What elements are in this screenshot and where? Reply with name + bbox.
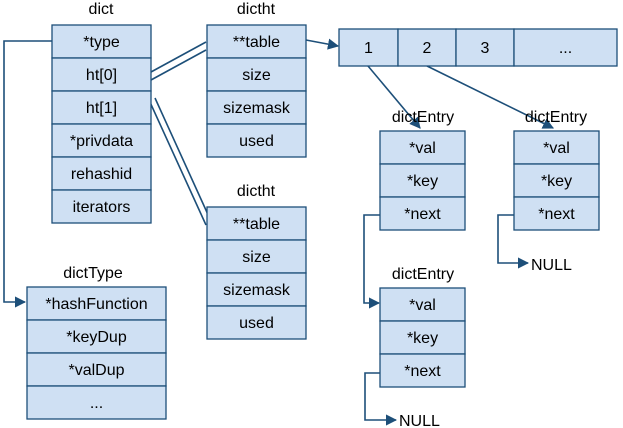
dict-struct: dict *type ht[0] ht[1] *privdata rehashi…: [51, 1, 152, 224]
table-cell-1: [338, 28, 399, 67]
dict-entry-b-key: *key: [541, 173, 572, 190]
table-cell-2: [397, 28, 457, 67]
table-cell-1-label: 1: [364, 40, 373, 57]
dictht-1-sizemask: sizemask: [223, 282, 291, 299]
ht1-link-line-a: [148, 99, 207, 226]
dict-title: dict: [89, 1, 114, 18]
dictht-0-table: **table: [233, 34, 280, 51]
entry-c-null-label: NULL: [399, 413, 440, 428]
dict-field-privdata-cell: [51, 123, 152, 158]
table-cell-2-label: 2: [423, 40, 432, 57]
dict-entry-c-title: dictEntry: [392, 266, 454, 283]
dictht-0-used-cell: [206, 123, 307, 158]
dict-field-privdata: *privdata: [70, 133, 133, 150]
dictht-0-size-cell: [206, 57, 307, 92]
dictht-1-title: dictht: [237, 183, 276, 200]
dict-field-ht1: ht[1]: [86, 100, 117, 117]
dict-entry-c-next: *next: [404, 363, 441, 380]
ht0-link-line-b: [150, 49, 207, 81]
entry-b-null-label: NULL: [531, 257, 572, 274]
dict-field-ht0-cell: [51, 57, 152, 92]
dictht-1-size: size: [242, 249, 271, 266]
dict-type-valdup: *valDup: [68, 362, 124, 379]
dict-entry-c-key: *key: [407, 330, 438, 347]
entry-a-next-arrow: [363, 214, 381, 309]
dictht-0-sizemask-cell: [206, 90, 307, 125]
dictht-0-sizemask: sizemask: [223, 100, 291, 117]
dict-entry-b: dictEntry *val *key *next: [513, 109, 600, 231]
connectors: [3, 38, 555, 426]
dictht-1-size-cell: [206, 239, 307, 274]
table-pointer-arrow: [305, 38, 340, 50]
dict-entry-b-val: *val: [543, 140, 570, 157]
dict-type-keydup-cell: [26, 319, 167, 354]
dict-entry-c: dictEntry *val *key *next: [379, 266, 466, 388]
dict-field-rehashid-cell: [51, 156, 152, 191]
dict-type-struct: dictType *hashFunction *keyDup *valDup .…: [26, 265, 167, 420]
dict-entry-b-next: *next: [538, 206, 575, 223]
dictht-0-used: used: [239, 133, 274, 150]
table-cell-3-label: 3: [481, 40, 490, 57]
dict-type-ellipsis-cell: [26, 385, 167, 420]
dict-entry-c-val: *val: [409, 297, 436, 314]
dict-fields: *type ht[0] ht[1] *privdata rehashid ite…: [51, 24, 152, 224]
bucket1-to-entry-arrow: [367, 65, 421, 129]
dict-field-type: *type: [83, 34, 120, 51]
dict-entry-a-val: *val: [409, 140, 436, 157]
dict-field-ht1-cell: [51, 90, 152, 125]
dict-entry-b-key-cell: [513, 163, 600, 198]
dictht-0-struct: dictht **table size sizemask used: [206, 1, 307, 158]
dictht-1-used: used: [239, 315, 274, 332]
dictht-1-sizemask-cell: [206, 272, 307, 307]
dict-entry-a-key-cell: [379, 163, 466, 198]
dict-type-ellipsis: ...: [90, 395, 103, 412]
dict-type-hashfunction: *hashFunction: [45, 296, 147, 313]
entry-b-next-arrow: [497, 214, 530, 269]
dict-type-hashfunction-cell: [26, 286, 167, 321]
dictht-1-table: **table: [233, 216, 280, 233]
dict-type-title: dictType: [63, 265, 123, 282]
dict-field-rehashid: rehashid: [71, 166, 132, 183]
ht0-link-line-a: [150, 41, 207, 73]
dict-field-ht0: ht[0]: [86, 67, 117, 84]
ht1-link-line-b: [154, 97, 211, 220]
dict-entry-b-title: dictEntry: [525, 109, 587, 126]
dictht-0-title: dictht: [237, 1, 276, 18]
dict-entry-a-next-cell: [379, 196, 466, 231]
type-to-dicttype-arrow: [3, 40, 52, 308]
dict-entry-a: dictEntry *val *key *next: [379, 109, 466, 231]
dict-field-type-cell: [51, 24, 152, 59]
dictht-0-size: size: [242, 67, 271, 84]
bucket2-to-entry-arrow: [426, 65, 555, 129]
dict-entry-c-next-cell: [379, 353, 466, 388]
dictht-1-used-cell: [206, 305, 307, 340]
table-array: 1 2 3 ...: [338, 28, 618, 67]
table-cell-ellipsis: [513, 28, 618, 67]
dict-field-iterators: iterators: [73, 199, 131, 216]
dict-type-keydup: *keyDup: [66, 329, 127, 346]
dict-entry-b-val-cell: [513, 130, 600, 165]
dictht-1-struct: dictht **table size sizemask used: [206, 183, 307, 340]
dict-entry-a-val-cell: [379, 130, 466, 165]
dictht-0-table-cell: [206, 24, 307, 59]
dict-entry-a-next: *next: [404, 206, 441, 223]
dict-entry-a-key: *key: [407, 173, 438, 190]
table-cell-ellipsis-label: ...: [559, 40, 572, 57]
dictht-1-table-cell: [206, 206, 307, 241]
entry-c-next-arrow: [364, 372, 398, 426]
table-cell-3: [455, 28, 515, 67]
dict-field-iterators-cell: [51, 189, 152, 224]
dict-entry-a-title: dictEntry: [392, 109, 454, 126]
dict-entry-b-next-cell: [513, 196, 600, 231]
